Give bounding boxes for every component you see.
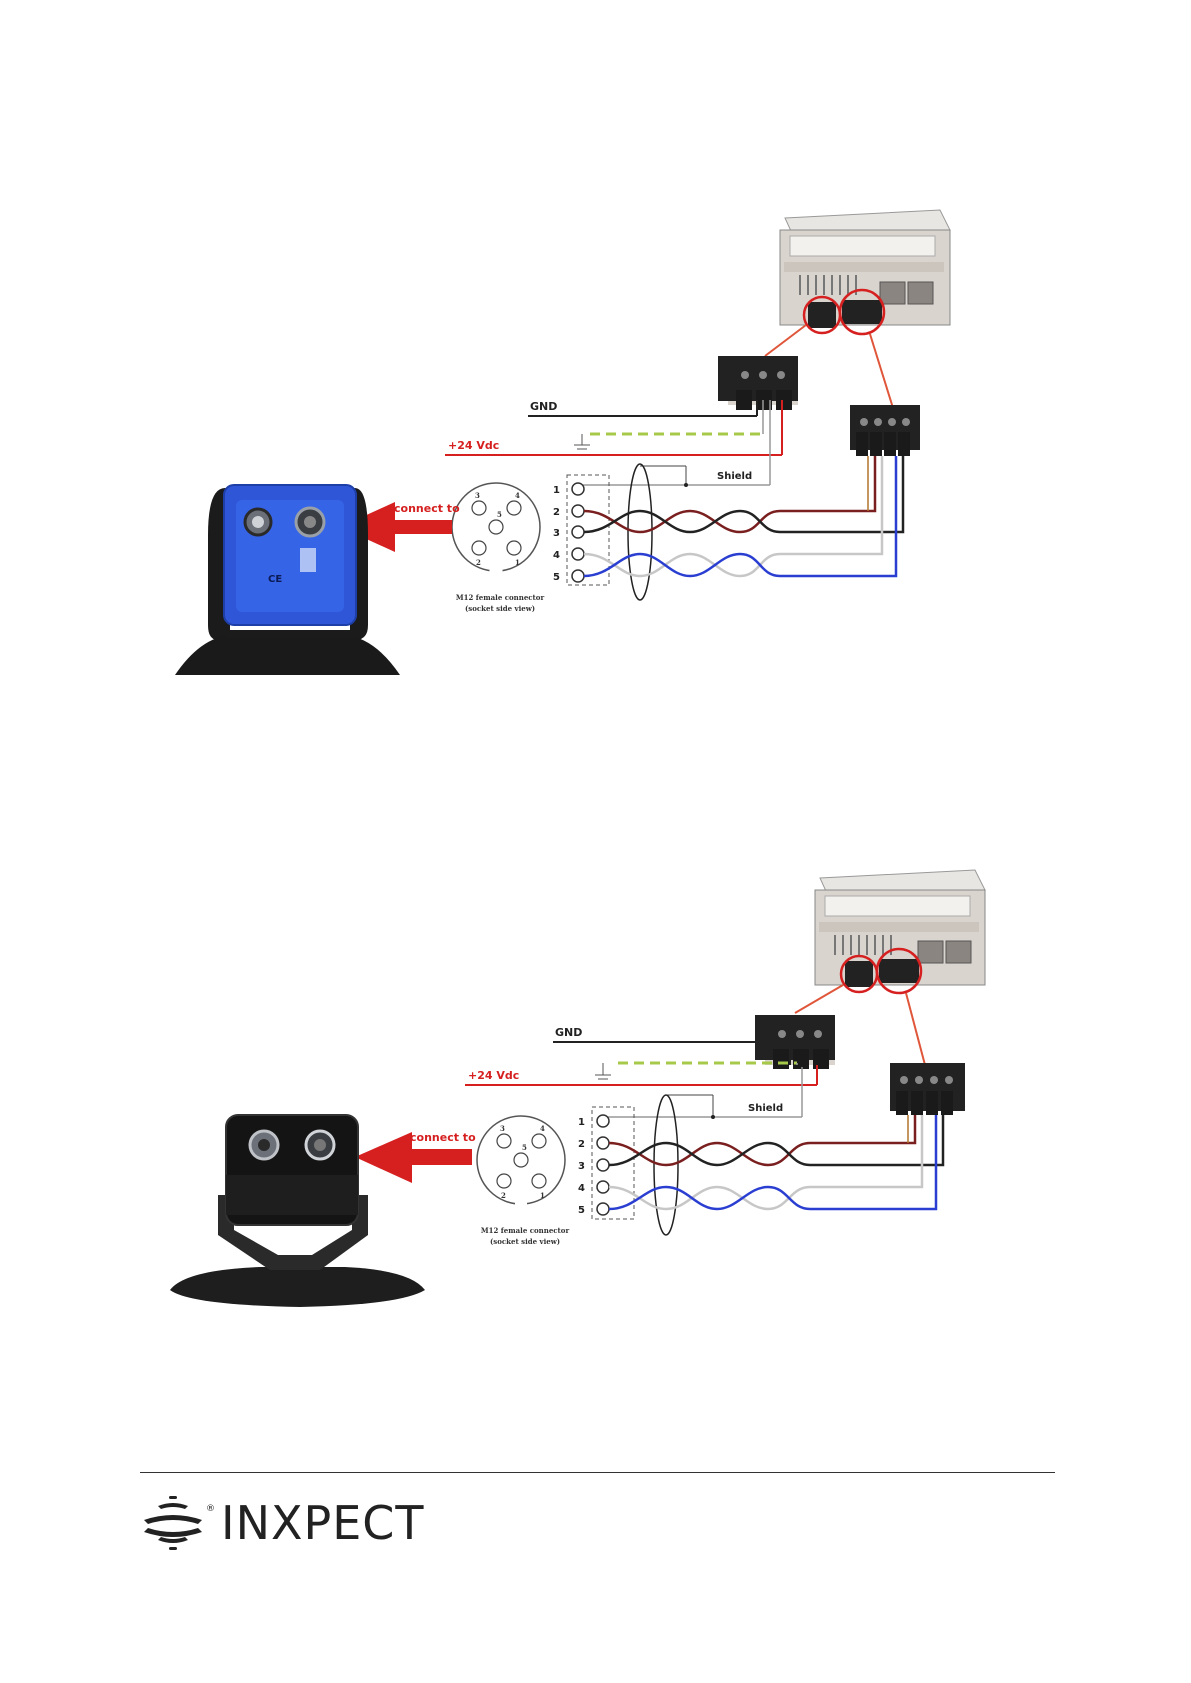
pin-4-label: 4 <box>578 1183 585 1194</box>
connector-caption-2: (socket side view) <box>490 1237 560 1246</box>
gnd-label: GND <box>555 1026 582 1039</box>
connect-to-label: connect to <box>394 502 460 515</box>
controller-unit <box>780 210 950 334</box>
pin-5-label: 5 <box>553 572 560 583</box>
pin-5-label: 5 <box>578 1205 585 1216</box>
wiring-diagram-2-svg: GND +24 Vdc Shield 1 2 3 4 5 3 4 5 <box>0 845 1191 1465</box>
footer-divider <box>140 1472 1055 1473</box>
socket-pin-3: 3 <box>500 1124 505 1133</box>
socket-pin-5: 5 <box>497 510 502 519</box>
wiring-diagram-1: GND +24 Vdc Shield 1 2 3 4 5 3 4 <box>0 170 1191 790</box>
gnd-label: GND <box>530 400 557 413</box>
connect-to-label: connect to <box>410 1131 476 1144</box>
socket-pin-4: 4 <box>515 491 520 500</box>
pin-4-label: 4 <box>553 550 560 561</box>
socket-pin-3: 3 <box>475 491 480 500</box>
wiring-diagram-1-svg: GND +24 Vdc Shield 1 2 3 4 5 3 4 <box>0 170 1191 790</box>
vdc-label: +24 Vdc <box>448 439 499 452</box>
pin-1-label: 1 <box>578 1117 585 1128</box>
socket-pin-2: 2 <box>501 1191 506 1200</box>
connector-caption-1: M12 female connector <box>456 593 545 602</box>
connect-arrow: connect to <box>355 1131 476 1183</box>
controller-unit <box>815 870 985 993</box>
m12-socket: 3 4 5 2 1 M12 female connector (socket s… <box>477 1116 569 1246</box>
connector-caption-1: M12 female connector <box>481 1226 570 1235</box>
inxpect-logo: ® INXPECT <box>140 1490 425 1556</box>
m12-socket: 3 4 5 2 1 M12 female connector (socket s… <box>452 483 544 613</box>
shield-label: Shield <box>748 1103 783 1114</box>
pin-2-label: 2 <box>553 507 560 518</box>
socket-pin-5: 5 <box>522 1143 527 1152</box>
connector-caption-2: (socket side view) <box>465 604 535 613</box>
wiring-diagram-2: GND +24 Vdc Shield 1 2 3 4 5 3 4 5 <box>0 845 1191 1465</box>
shield-label: Shield <box>717 471 752 482</box>
socket-pin-4: 4 <box>540 1124 545 1133</box>
pin-2-label: 2 <box>578 1139 585 1150</box>
ce-mark: CE <box>268 574 282 585</box>
logo-wordmark: INXPECT <box>221 1496 425 1550</box>
socket-pin-1: 1 <box>540 1191 545 1200</box>
socket-pin-1: 1 <box>515 558 520 567</box>
inxpect-logo-icon <box>140 1490 206 1556</box>
vdc-label: +24 Vdc <box>468 1069 519 1082</box>
pin-3-label: 3 <box>553 528 560 539</box>
terminal-block-bus <box>890 1063 965 1115</box>
socket-pin-2: 2 <box>476 558 481 567</box>
blue-sensor: CE <box>175 485 400 675</box>
terminal-block-bus <box>850 405 920 456</box>
pin-3-label: 3 <box>578 1161 585 1172</box>
registered-mark: ® <box>206 1504 215 1514</box>
pin-1-label: 1 <box>553 485 560 496</box>
